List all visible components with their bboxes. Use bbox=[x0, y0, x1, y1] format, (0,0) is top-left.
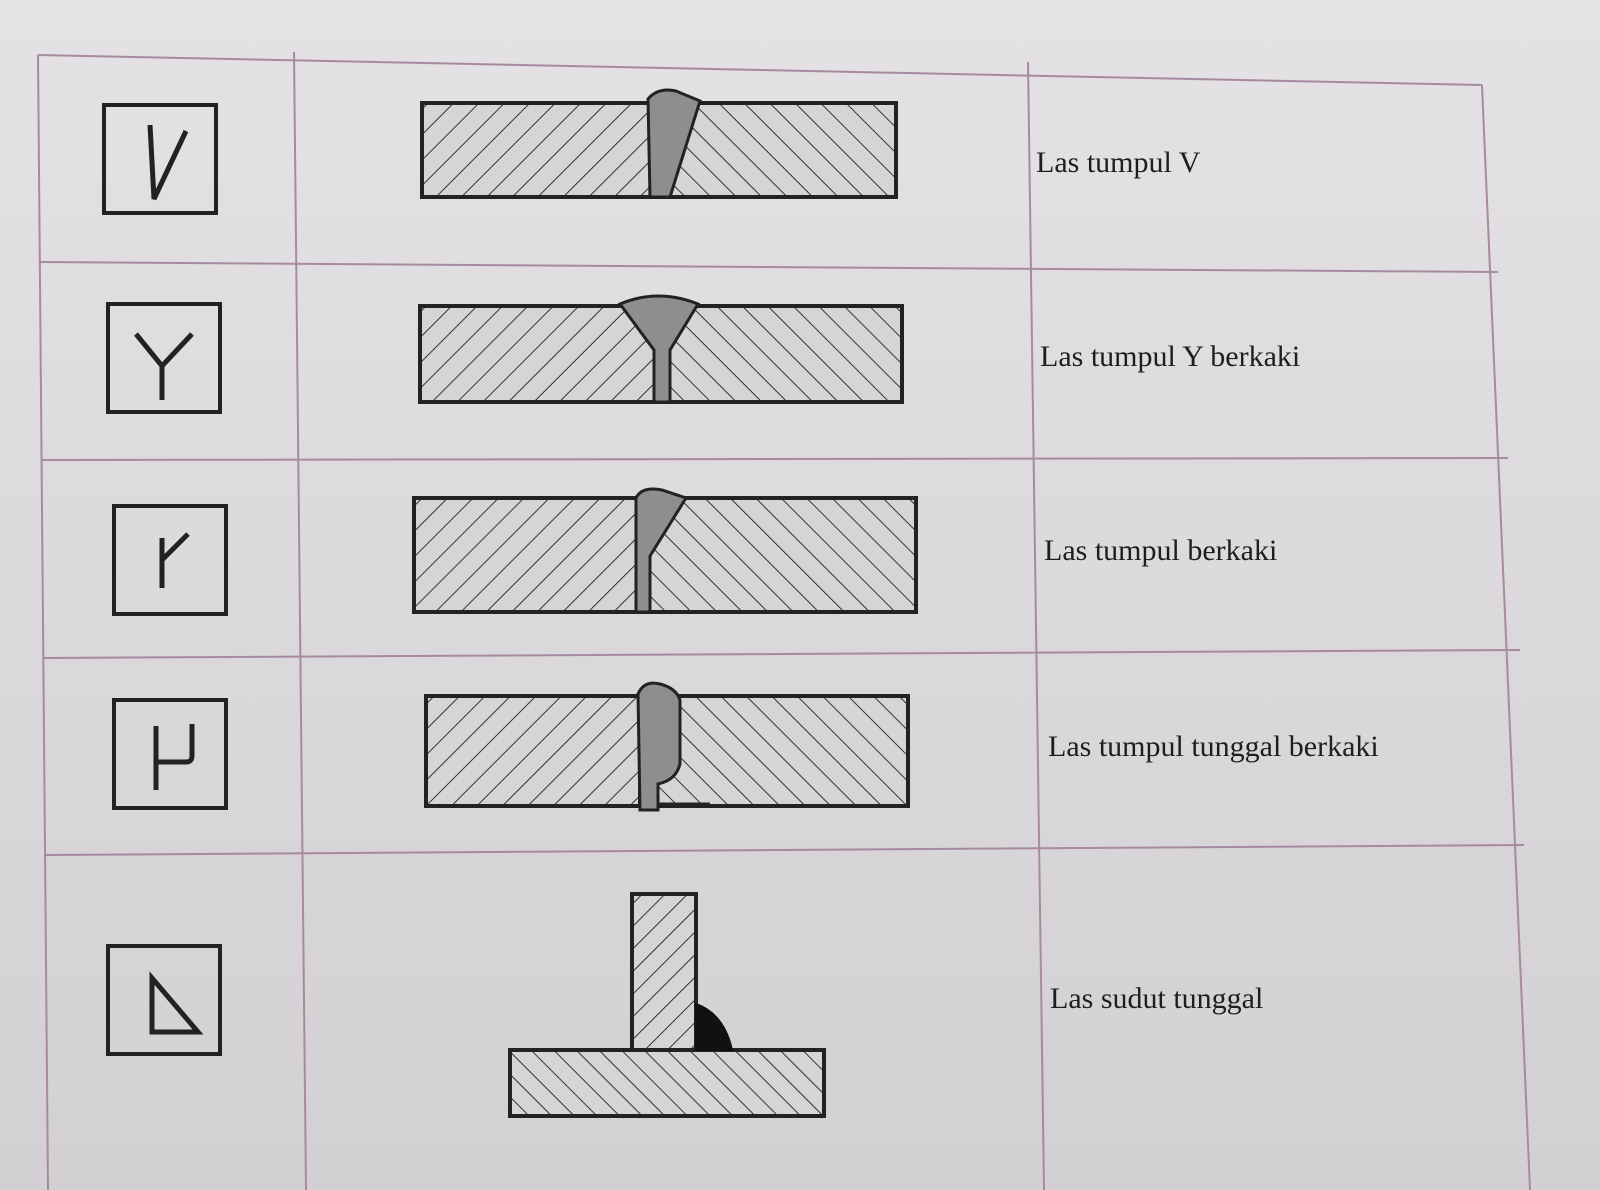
row-2-label: Las tumpul Y berkaki bbox=[1040, 340, 1301, 373]
bevel-butt-weld-diagram bbox=[412, 487, 918, 614]
symbol-box-row-5 bbox=[106, 944, 222, 1056]
symbol-box-row-2 bbox=[106, 302, 222, 414]
v-groove-symbol-icon bbox=[147, 124, 189, 201]
y-butt-weld-diagram bbox=[418, 294, 904, 404]
v-butt-weld-diagram bbox=[420, 88, 898, 199]
row-3-label: Las tumpul berkaki bbox=[1044, 534, 1278, 567]
y-groove-symbol-icon bbox=[134, 332, 194, 400]
row-5-label: Las sudut tunggal bbox=[1050, 982, 1264, 1015]
j-groove-symbol-icon bbox=[153, 724, 195, 790]
bevel-symbol-icon bbox=[159, 532, 190, 588]
symbol-box-row-4 bbox=[112, 698, 228, 810]
row-1-label: Las tumpul V bbox=[1036, 146, 1201, 179]
fillet-t-joint-diagram bbox=[508, 892, 826, 1118]
row-4-label: Las tumpul tunggal berkaki bbox=[1048, 730, 1379, 763]
symbol-box-row-3 bbox=[112, 504, 228, 616]
fillet-symbol-icon bbox=[149, 971, 204, 1035]
j-butt-weld-diagram bbox=[424, 681, 910, 812]
symbol-box-row-1 bbox=[102, 103, 218, 215]
